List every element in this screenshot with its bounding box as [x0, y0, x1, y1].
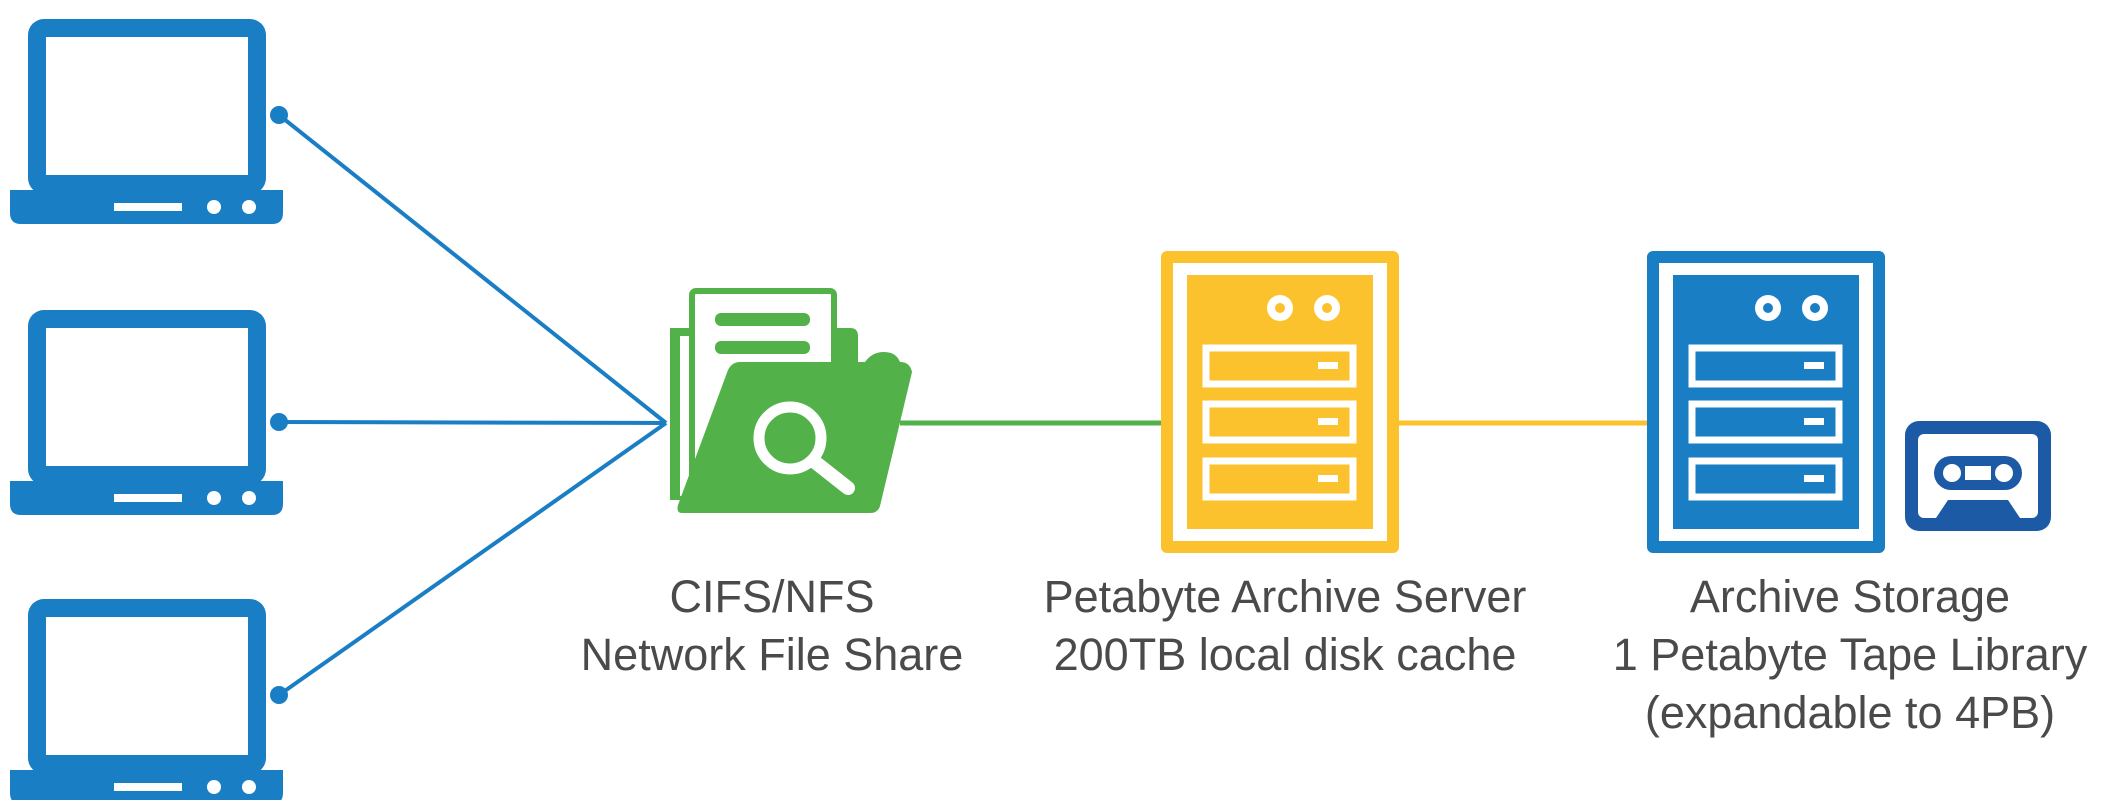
fileshare-label: CIFS/NFS Network File Share — [542, 568, 1002, 684]
tape-cassette-icon — [1905, 421, 2051, 531]
laptop-icon — [10, 19, 283, 224]
archive-server-label-line1: Petabyte Archive Server — [1043, 571, 1527, 622]
archive-storage-label-line1: Archive Storage — [1689, 571, 2011, 622]
connection-line-client-1 — [277, 113, 668, 425]
server-icon — [1161, 251, 1399, 553]
connection-dot-client-3 — [270, 686, 288, 704]
tape-library-icon — [1647, 251, 1885, 553]
archive-server-label: Petabyte Archive Server 200TB local disk… — [1005, 568, 1565, 684]
archive-storage-label-line3: (expandable to 4PB) — [1644, 687, 2056, 738]
connection-line-client-2 — [278, 420, 667, 425]
laptop-icon — [10, 599, 283, 800]
fileshare-label-line2: Network File Share — [580, 629, 964, 680]
connection-line-client-3 — [277, 421, 668, 697]
archive-storage-label-line2: 1 Petabyte Tape Library — [1612, 629, 2088, 680]
client-connections — [270, 106, 668, 704]
connection-dot-client-1 — [270, 106, 288, 124]
folder-search-icon — [670, 288, 912, 513]
fileshare-label-line1: CIFS/NFS — [669, 571, 875, 622]
archive-storage-label: Archive Storage 1 Petabyte Tape Library … — [1580, 568, 2120, 742]
archive-server-label-line2: 200TB local disk cache — [1053, 629, 1517, 680]
connection-dot-client-2 — [270, 413, 288, 431]
laptop-icon — [10, 310, 283, 515]
